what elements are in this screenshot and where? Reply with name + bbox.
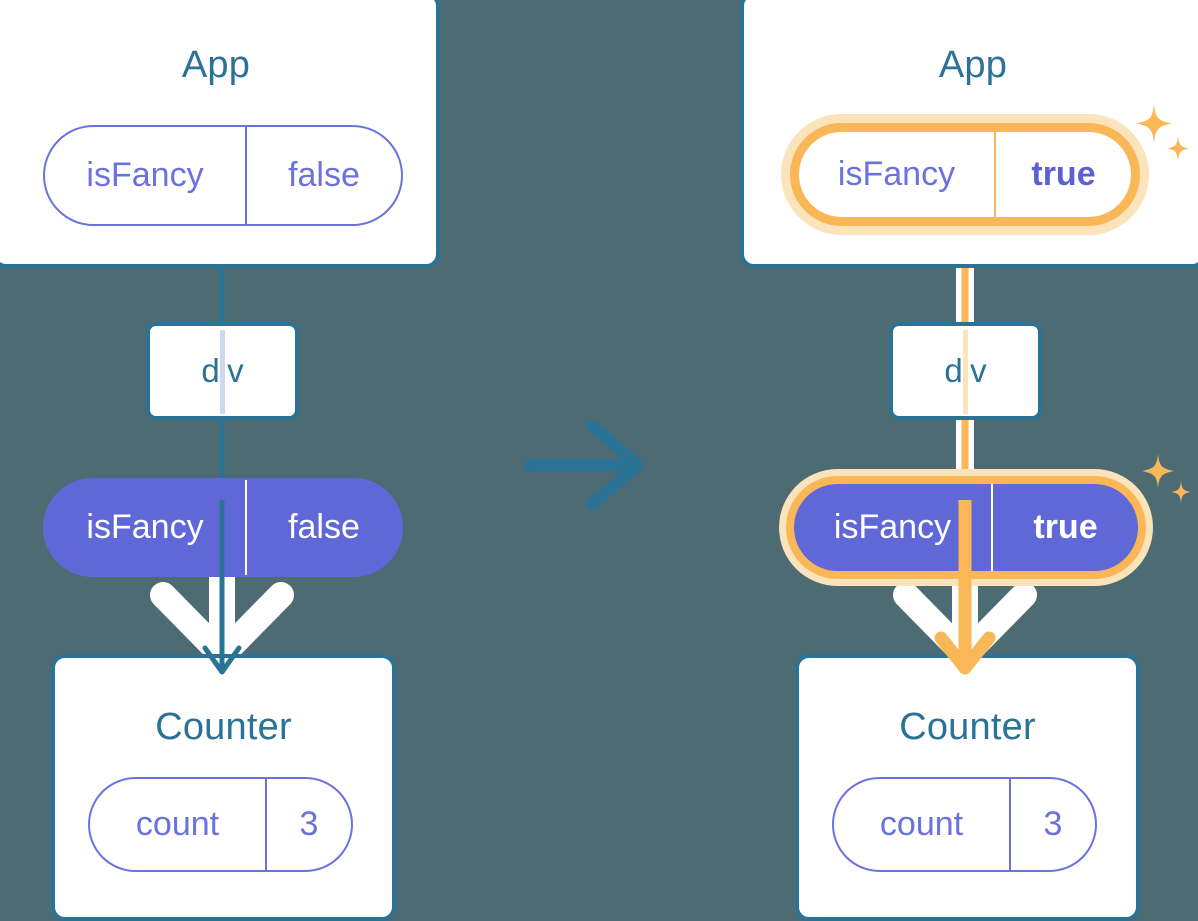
sparkle-group-app-after — [1136, 104, 1189, 161]
app-state-name-before: isFancy — [86, 156, 204, 194]
sparkle-small-icon — [1167, 136, 1189, 161]
app-state-pill-after[interactable]: isFancy true — [790, 123, 1140, 226]
counter-state-pill-before[interactable]: count 3 — [88, 777, 353, 872]
pill-divider — [265, 779, 267, 870]
sparkle-icon — [1136, 104, 1172, 143]
props-value-before: false — [288, 508, 360, 546]
counter-state-pill-after[interactable]: count 3 — [832, 777, 1097, 872]
transition-arrow-icon — [524, 420, 644, 510]
props-name-after: isFancy — [833, 508, 952, 546]
connector-through-div-left — [220, 330, 225, 414]
props-value-after: true — [1033, 508, 1098, 546]
connector-through-div-right — [963, 330, 968, 414]
counter-title-before: Counter — [155, 706, 292, 748]
props-pill-after[interactable]: isFancy true — [786, 476, 1146, 579]
sparkle-group-props-after — [1142, 454, 1191, 503]
render-arrow-white-right — [893, 555, 1037, 668]
pill-divider — [994, 132, 996, 217]
pill-divider — [991, 484, 993, 571]
props-name-before: isFancy — [86, 508, 204, 546]
props-pill-before[interactable]: isFancy false — [43, 478, 403, 577]
counter-state-name-after: count — [879, 805, 964, 843]
app-title-after: App — [938, 44, 1008, 86]
app-title-before: App — [181, 44, 251, 86]
render-arrow-white-left — [150, 555, 294, 668]
counter-state-value-after: 3 — [1043, 805, 1063, 843]
sparkle-icon — [1142, 454, 1174, 488]
app-state-pill-before[interactable]: isFancy false — [43, 125, 403, 226]
app-state-value-before: false — [288, 156, 360, 194]
app-state-name-after: isFancy — [837, 155, 956, 193]
counter-state-value-before: 3 — [299, 805, 319, 843]
pill-divider — [245, 480, 247, 575]
app-state-value-after: true — [1031, 155, 1096, 193]
pill-divider — [1009, 779, 1011, 870]
sparkle-small-icon — [1171, 481, 1191, 503]
counter-state-name-before: count — [135, 805, 220, 843]
pill-divider — [245, 127, 247, 224]
counter-title-after: Counter — [899, 706, 1036, 748]
